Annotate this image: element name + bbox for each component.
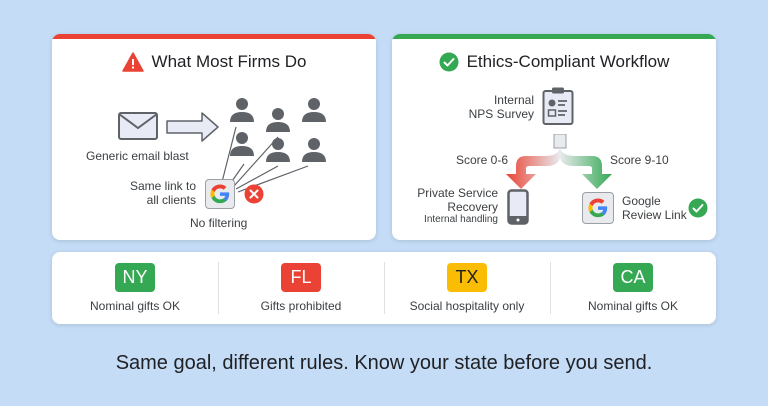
card-accent-bar bbox=[392, 34, 716, 39]
card-title: What Most Firms Do bbox=[52, 52, 376, 72]
card-ethics-compliant-workflow: Ethics-Compliant Workflow Internal NPS S… bbox=[392, 34, 716, 240]
google-icon bbox=[205, 179, 235, 209]
state-tx: TX Social hospitality only bbox=[384, 252, 550, 324]
email-blast-label: Generic email blast bbox=[86, 149, 189, 163]
tagline: Same goal, different rules. Know your st… bbox=[115, 352, 653, 374]
state-badge: TX bbox=[447, 263, 487, 292]
clipboard-survey-icon bbox=[542, 87, 574, 125]
card-title: Ethics-Compliant Workflow bbox=[392, 52, 716, 72]
envelope-icon bbox=[118, 112, 158, 140]
state-badge: NY bbox=[115, 263, 155, 292]
state-desc: Nominal gifts OK bbox=[587, 299, 679, 313]
state-desc: Gifts prohibited bbox=[260, 299, 342, 313]
high-score-label: Score 9-10 bbox=[610, 153, 669, 167]
state-rules-strip: NY Nominal gifts OK FL Gifts prohibited … bbox=[52, 252, 716, 324]
client-group bbox=[222, 98, 326, 193]
state-ny: NY Nominal gifts OK bbox=[52, 252, 218, 324]
state-fl: FL Gifts prohibited bbox=[218, 252, 384, 324]
arrow-right-icon bbox=[166, 112, 219, 142]
state-badge: FL bbox=[281, 263, 321, 292]
phone-icon bbox=[507, 189, 529, 225]
no-filtering-label: No filtering bbox=[190, 216, 248, 230]
same-link-label: Same link to all clients bbox=[129, 179, 196, 207]
state-badge: CA bbox=[613, 263, 653, 292]
card-accent-bar bbox=[52, 34, 376, 39]
warning-triangle-icon bbox=[121, 52, 144, 72]
state-ca: CA Nominal gifts OK bbox=[550, 252, 716, 324]
error-x-icon bbox=[244, 184, 264, 204]
check-circle-icon bbox=[688, 198, 708, 218]
state-desc: Social hospitality only bbox=[409, 299, 525, 313]
check-circle-icon bbox=[439, 52, 459, 72]
private-recovery-label: Private Service Recovery Internal handli… bbox=[417, 186, 498, 225]
google-review-label: Google Review Link bbox=[622, 194, 687, 222]
split-arrow-icon bbox=[506, 134, 612, 189]
low-score-label: Score 0-6 bbox=[456, 153, 509, 167]
card-what-most-firms-do: What Most Firms Do Generic email blast S… bbox=[52, 34, 376, 240]
nps-survey-label: Internal NPS Survey bbox=[468, 93, 534, 121]
google-icon bbox=[582, 192, 614, 224]
state-desc: Nominal gifts OK bbox=[89, 299, 181, 313]
